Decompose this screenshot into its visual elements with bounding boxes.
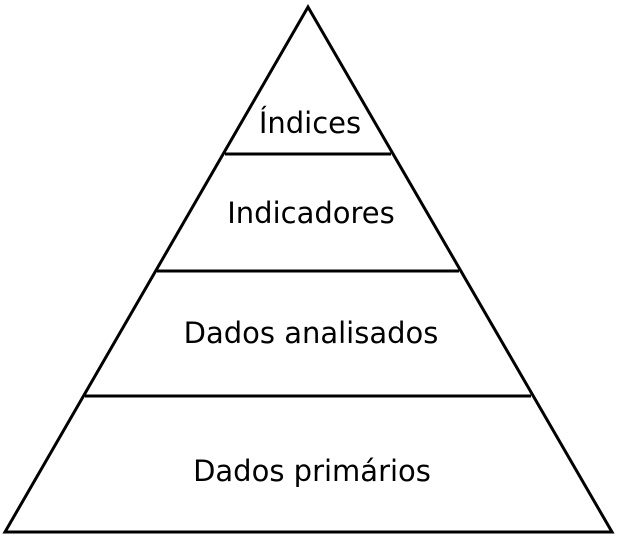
level-label-indices: Índices: [259, 106, 361, 140]
level-label-dados-primarios: Dados primários: [193, 454, 431, 488]
level-label-indicadores: Indicadores: [227, 196, 395, 230]
level-label-dados-analisados: Dados analisados: [184, 316, 439, 350]
pyramid-outline: [2, 4, 615, 534]
